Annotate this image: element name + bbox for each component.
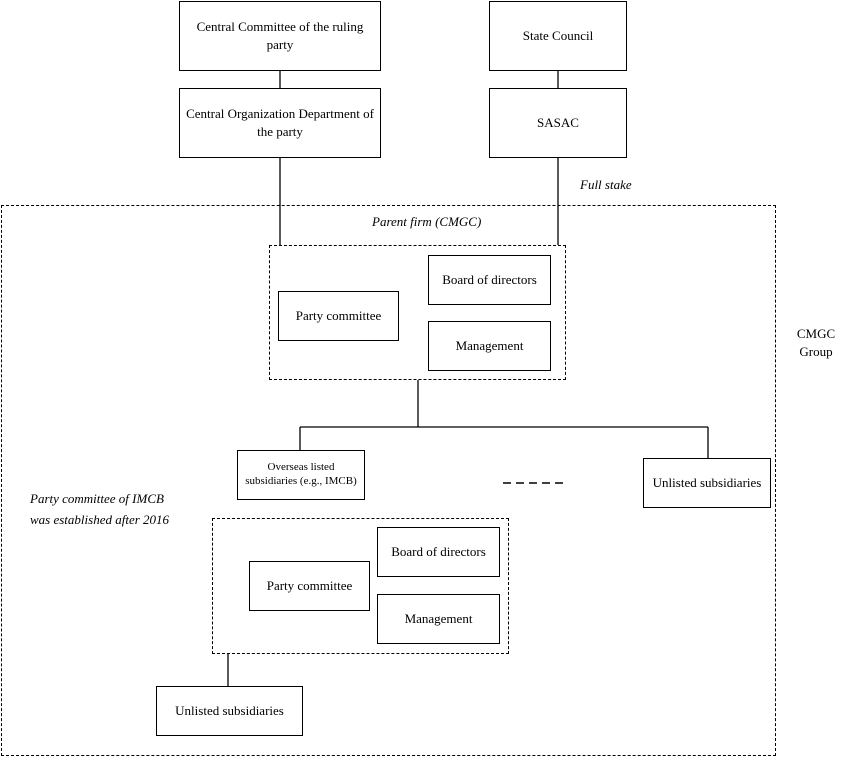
central-org-dept-box: Central Organization Department of the p…	[179, 88, 381, 158]
imcb-party-committee-box: Party committee	[249, 561, 370, 611]
parent-board-box: Board of directors	[428, 255, 551, 305]
imcb-note-label: Party committee of IMCB was established …	[30, 491, 170, 527]
imcb-board-box: Board of directors	[377, 527, 500, 577]
parent-management-box: Management	[428, 321, 551, 371]
imcb-management-box: Management	[377, 594, 500, 644]
overseas-listed-box: Overseas listed subsidiaries (e.g., IMCB…	[237, 450, 365, 500]
parent-firm-boundary	[269, 245, 566, 380]
unlisted-subsidiaries-bottom-box: Unlisted subsidiaries	[156, 686, 303, 736]
imcb-boundary	[212, 518, 509, 654]
sasac-box: SASAC	[489, 88, 627, 158]
full-stake-label: Full stake	[580, 177, 632, 192]
state-council-box: State Council	[489, 1, 627, 71]
central-committee-box: Central Committee of the ruling party	[179, 1, 381, 71]
unlisted-subsidiaries-right-box: Unlisted subsidiaries	[643, 458, 771, 508]
cmgc-group-boundary	[1, 205, 776, 756]
parent-party-committee-box: Party committee	[278, 291, 399, 341]
cmgc-group-label: CMGC Group	[796, 326, 836, 360]
parent-firm-label: Parent firm (CMGC)	[372, 214, 482, 229]
